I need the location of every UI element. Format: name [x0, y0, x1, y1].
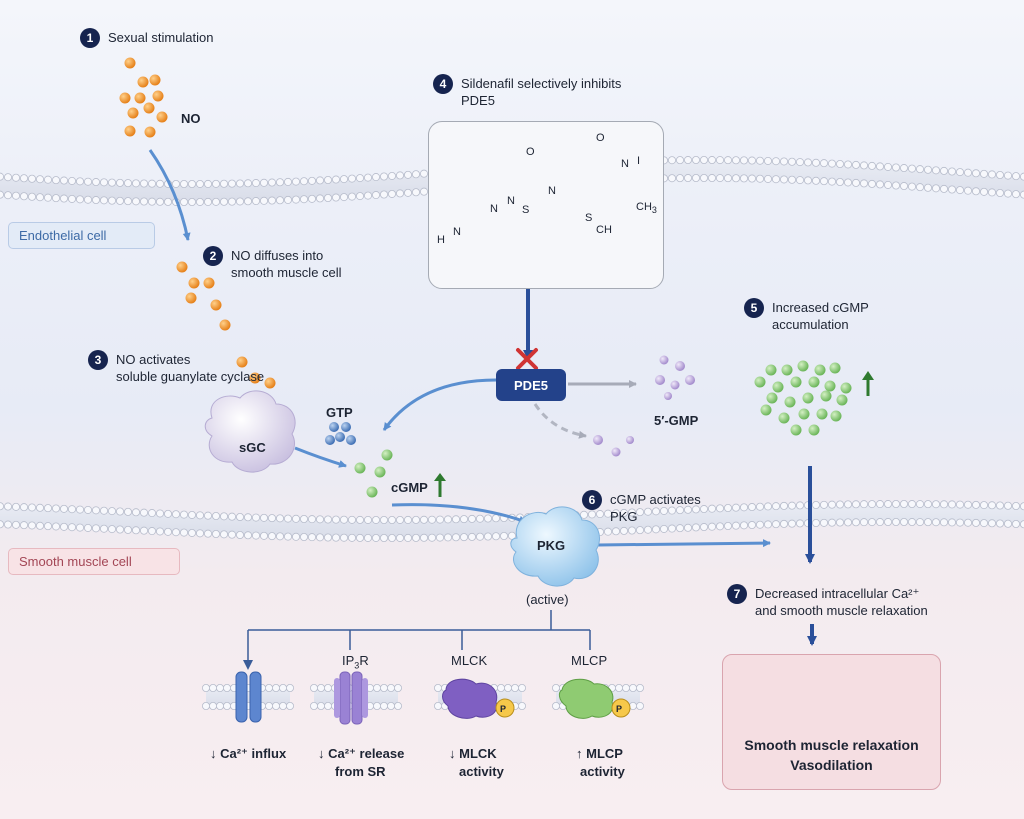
effect-mlck-line2: activity — [459, 764, 504, 779]
effect-ca-release-line1: ↓ Ca²⁺ release — [318, 746, 405, 761]
step-6-text: cGMP activates PKG — [610, 492, 701, 524]
5gmp-molecules — [593, 355, 695, 457]
inhibition-x-icon — [516, 348, 538, 370]
pde5-label: PDE5 — [514, 377, 548, 393]
effect-mlcp-line1: ↑ MLCP — [576, 746, 623, 761]
mlcp-phosphate-icon — [611, 698, 631, 718]
pkg-to-relaxation-arrow — [597, 539, 771, 548]
mol-o-top: O — [526, 146, 535, 158]
endothelial-cell-label: Endothelial cell — [8, 222, 155, 249]
step-5-number: 5 — [744, 298, 764, 318]
effect-ca-release-line2: from SR — [335, 764, 386, 779]
mlcp-label: MLCP — [571, 653, 608, 668]
cgmp-molecules-small — [354, 449, 393, 498]
step-4-text: Sildenafil selectively inhibits PDE5 — [461, 76, 622, 108]
cgmp-label: cGMP — [391, 480, 428, 495]
5gmp-label: 5′-GMP — [654, 413, 699, 428]
step-4-number: 4 — [433, 74, 453, 94]
cgmp-to-pkg-arrow — [391, 503, 527, 524]
gtp-molecules — [325, 422, 356, 445]
cgmp-accumulation-up-arrow-icon — [862, 371, 874, 396]
step-1-text: Sexual stimulation — [108, 30, 214, 45]
pde5-recycle-arrow — [382, 378, 497, 431]
mol-s-ring: S — [585, 212, 593, 224]
mol-n-pip2: N — [453, 226, 461, 238]
step-1-number: 1 — [80, 28, 100, 48]
mlcp-enzyme-icon — [558, 678, 614, 719]
mol-i: I — [637, 155, 641, 167]
step-6-number: 6 — [582, 490, 602, 510]
smooth-muscle-cell-label: Smooth muscle cell — [8, 548, 180, 575]
ca-channel-icon — [235, 671, 262, 723]
step-7: 7 Decreased intracellular Ca²⁺ and smoot… — [727, 584, 928, 619]
mol-n-left: N — [548, 185, 556, 197]
step-3-text: NO activates soluble guanylate cyclase — [116, 352, 265, 384]
sgc-label: sGC — [239, 440, 266, 455]
step-4: 4 Sildenafil selectively inhibits PDE5 — [433, 74, 621, 109]
effect-mlck-line1: ↓ MLCK — [449, 746, 497, 761]
step-7-number: 7 — [727, 584, 747, 604]
result-line1: Smooth muscle relaxation — [744, 737, 919, 753]
mol-ch: CH — [596, 224, 612, 236]
mol-ch3: CH3 — [636, 201, 657, 216]
mol-o-left: O — [596, 132, 605, 144]
effect-ca-influx: ↓ Ca²⁺ influx — [210, 746, 287, 761]
result-line2: Vasodilation — [790, 757, 873, 773]
mlcp-phospho-label: P — [616, 704, 623, 714]
step-5-text: Increased cGMP accumulation — [772, 300, 869, 332]
step-2-text: NO diffuses into smooth muscle cell — [231, 248, 342, 280]
step-1: 1 Sexual stimulation — [80, 28, 214, 48]
step-6: 6 cGMP activates PKG — [582, 490, 701, 525]
sgc-to-cgmp-arrow — [294, 446, 347, 468]
mol-n-link: N — [507, 195, 515, 207]
cgmp-accumulation-molecules — [754, 360, 852, 436]
effect-mlcp-line2: activity — [580, 764, 625, 779]
gtp-label: GTP — [326, 405, 353, 420]
mlck-phosphate-icon — [495, 698, 515, 718]
ip3r-label: IP3R — [342, 653, 369, 671]
mol-n-right: N — [621, 158, 629, 170]
pde5-dashed-arrow — [533, 403, 587, 439]
no-diffusion-arrow — [148, 149, 191, 241]
mol-n-pip1: N — [490, 203, 498, 215]
step-3-number: 3 — [88, 350, 108, 370]
mlck-phospho-label: P — [500, 704, 507, 714]
cgmp-increase-arrow-icon — [434, 473, 446, 497]
mlck-label: MLCK — [451, 653, 488, 668]
mol-h: H — [437, 234, 445, 246]
step-2: 2 NO diffuses into smooth muscle cell — [203, 246, 342, 281]
pkg-branch-lines — [247, 610, 591, 664]
pkg-label: PKG — [537, 538, 566, 553]
sildenafil-structure-box — [428, 121, 664, 289]
result-box: Smooth muscle relaxation Vasodilation — [722, 654, 941, 790]
pkg-state-label: (active) — [526, 592, 569, 607]
step-5: 5 Increased cGMP accumulation — [744, 298, 869, 333]
ip3r-channel-icon — [334, 671, 368, 725]
sgc-enzyme — [204, 390, 296, 473]
mlck-enzyme-icon — [442, 678, 498, 719]
step-3: 3 NO activates soluble guanylate cyclase — [88, 350, 264, 385]
pde5-enzyme: PDE5 — [496, 369, 566, 401]
ca-channel-arrowhead — [243, 660, 253, 670]
no-label: NO — [181, 111, 201, 126]
step-7-text: Decreased intracellular Ca²⁺ and smooth … — [755, 586, 928, 618]
pkg-enzyme — [510, 506, 600, 587]
mol-s-link: S — [522, 204, 530, 216]
step-2-number: 2 — [203, 246, 223, 266]
